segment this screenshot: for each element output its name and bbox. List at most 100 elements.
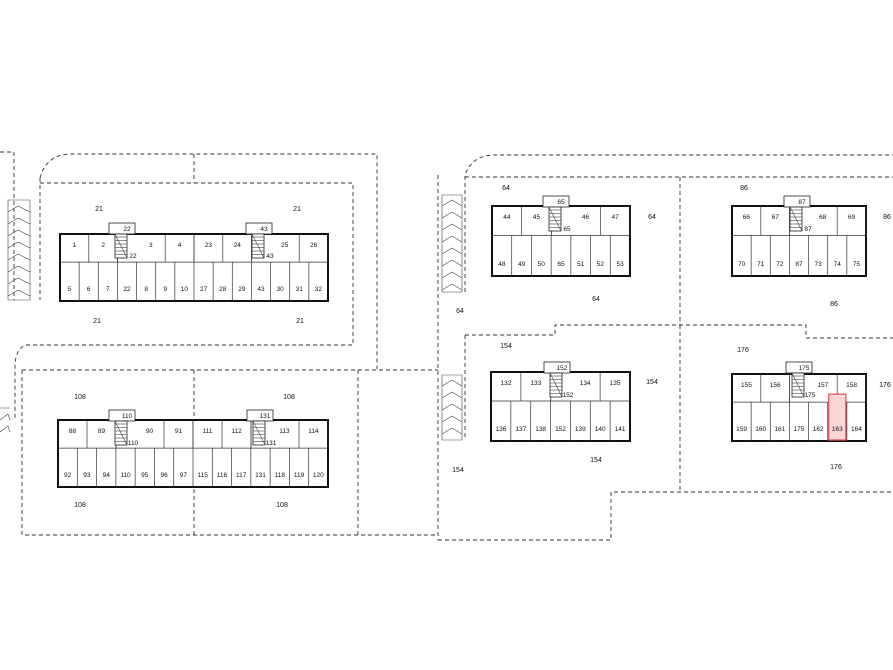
unit-label: 73 (815, 261, 823, 268)
parcel-label: 21 (93, 318, 101, 325)
unit-label: 112 (231, 428, 242, 435)
core-label: 22 (123, 226, 131, 233)
unit-label: 114 (308, 428, 319, 435)
unit-label: 141 (615, 426, 626, 433)
parking-center-upper (441, 194, 463, 293)
parcel-label: 108 (276, 502, 288, 509)
parking-left-lower (0, 407, 11, 433)
unit-label: 113 (279, 428, 290, 435)
boundary-far-left (0, 151, 15, 300)
unit-label: 25 (281, 242, 289, 249)
unit-label: 133 (530, 380, 541, 387)
unit-label: 131 (255, 472, 266, 479)
stair-diagonal (114, 233, 128, 259)
parking-left (7, 199, 31, 301)
unit-label: 43 (257, 286, 265, 293)
stair-diagonal (114, 420, 128, 446)
parcel-label: 64 (502, 185, 510, 192)
unit-label: 22 (123, 286, 131, 293)
stair-diagonal (549, 372, 563, 398)
unit-label: 27 (200, 286, 208, 293)
highlighted-unit[interactable] (828, 393, 847, 441)
unit-label: 152 (555, 426, 566, 433)
core-label: 110 (122, 413, 133, 420)
unit-label: 70 (738, 261, 746, 268)
unit-label: 45 (533, 214, 541, 221)
parcel-label: 86 (883, 214, 891, 221)
boundary-left-bottom (21, 370, 438, 536)
core-label: 43 (260, 226, 268, 233)
core-label: 87 (804, 226, 812, 233)
core-label: 175 (799, 365, 810, 372)
unit-label: 139 (575, 426, 586, 433)
parcel-label: 64 (648, 214, 656, 221)
unit-label: 162 (813, 426, 824, 433)
core-landing (542, 195, 570, 208)
unit-label: 136 (495, 426, 506, 433)
unit-label: 138 (535, 426, 546, 433)
parcel-label: 21 (95, 206, 103, 213)
core-label: 65 (563, 226, 571, 233)
boundary-right-top (464, 154, 893, 292)
parcel-label: 64 (592, 296, 600, 303)
unit-label: 3 (149, 242, 153, 249)
parcel-label: 154 (452, 467, 464, 474)
parcel-label: 21 (296, 318, 304, 325)
core-landing (245, 222, 273, 235)
unit-label: 89 (98, 428, 106, 435)
unit-label: 23 (205, 242, 213, 249)
unit-label: 66 (743, 214, 751, 221)
unit-label: 46 (582, 214, 590, 221)
unit-label: 96 (160, 472, 168, 479)
parking-stalls (0, 194, 463, 441)
unit-label: 71 (757, 261, 765, 268)
parcel-label: 86 (830, 301, 838, 308)
unit-label: 161 (774, 426, 785, 433)
unit-label: 30 (277, 286, 285, 293)
unit-label: 160 (755, 426, 766, 433)
core-label: 65 (557, 199, 565, 206)
unit-label: 118 (275, 472, 286, 479)
parcel-label: 86 (740, 185, 748, 192)
parcel-label: 154 (590, 457, 602, 464)
unit-label: 2 (101, 242, 105, 249)
unit-label: 51 (577, 261, 585, 268)
unit-label: 7 (106, 286, 110, 293)
parcel-label: 64 (456, 308, 464, 315)
core-landing (108, 222, 136, 235)
unit-label: 110 (120, 472, 131, 479)
parcel-label: 176 (830, 464, 842, 471)
parcel-label: 108 (74, 502, 86, 509)
unit-label: 88 (69, 428, 77, 435)
unit-label: 26 (310, 242, 318, 249)
unit-label: 49 (518, 261, 526, 268)
unit-label: 1 (73, 242, 77, 249)
unit-label: 95 (141, 472, 149, 479)
unit-label: 5 (68, 286, 72, 293)
unit-label: 24 (234, 242, 242, 249)
stair-diagonal (548, 206, 562, 232)
unit-label: 87 (795, 261, 803, 268)
parcel-label: 176 (879, 382, 891, 389)
core-landing (783, 195, 811, 208)
parcel-label: 21 (293, 206, 301, 213)
unit-label: 53 (617, 261, 625, 268)
unit-label: 91 (175, 428, 183, 435)
stair-core: 65 65 (542, 195, 571, 233)
unit-label: 8 (144, 286, 148, 293)
unit-label: 9 (163, 286, 167, 293)
unit-label: 90 (146, 428, 154, 435)
parcel-label: 108 (283, 394, 295, 401)
unit-label: 44 (503, 214, 511, 221)
parcel-label: 176 (737, 347, 749, 354)
core-label: 175 (805, 392, 816, 399)
unit-label: 158 (846, 382, 857, 389)
parcel-label: 154 (500, 343, 512, 350)
